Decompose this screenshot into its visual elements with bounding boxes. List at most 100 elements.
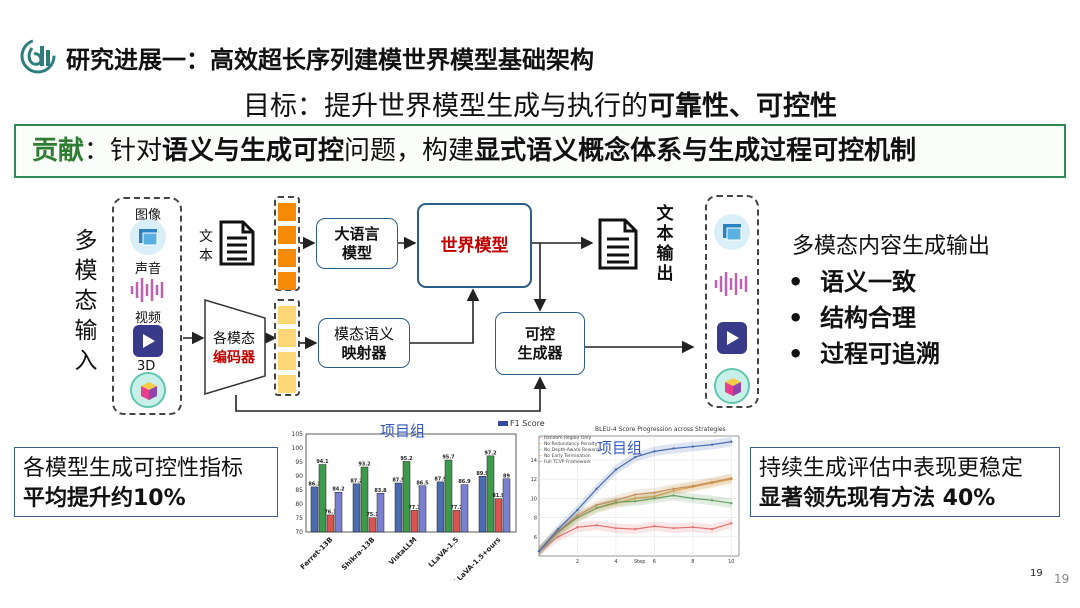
line-point (672, 489, 675, 492)
bar (310, 486, 319, 533)
right-summary-line1: 持续生成评估中表现更稳定 (759, 456, 1024, 481)
line-point (537, 550, 541, 553)
line-point (710, 499, 714, 502)
document-icon (219, 220, 255, 266)
line-chart-title: BLEU-4 Score Progression across Strategi… (595, 426, 726, 433)
right-summary-box: 持续生成评估中表现更稳定 显著领先现有方法 40% (750, 447, 1060, 517)
output-item: • 过程可追溯 (788, 340, 941, 368)
line-point (595, 506, 598, 510)
bar-chart-legend: F1 Score (498, 419, 545, 428)
video-icon (133, 325, 163, 357)
line-point (633, 497, 637, 500)
line-point (653, 450, 656, 453)
semantic-mapper-box: 模态语义映射器 (318, 318, 410, 368)
bar (494, 498, 503, 533)
output-video-icon (717, 322, 747, 354)
line-y-tick-label: 12 (531, 477, 537, 483)
bar-x-tick-label: LLaVA-1.5 (427, 536, 461, 570)
line-point (633, 500, 637, 503)
bar (376, 493, 385, 533)
bar-y-tick-label: 90 (295, 473, 303, 480)
controllable-generator-box: 可控生成器 (495, 312, 585, 375)
line-point (653, 491, 656, 494)
encoder-label: 各模态 编码器 (213, 331, 255, 366)
contribution-text-2: 问题，构建 (344, 136, 475, 166)
line-x-tick-label: 10 (728, 559, 734, 565)
bar (410, 510, 419, 533)
bar-data-label: 87.9 (434, 476, 447, 482)
bar-x-tick-label: VistaLLM (387, 536, 418, 567)
input-label-char: 多 (74, 228, 98, 254)
bar-y-tick-label: 100 (292, 445, 304, 452)
bar-data-label: 77.7 (408, 505, 421, 511)
line-point (614, 526, 618, 530)
text-token-column (274, 196, 300, 291)
line-point (653, 497, 656, 500)
slide-title: 研究进展一：高效超长序列建模世界模型基础架构 (66, 46, 594, 74)
multimodal-input-label: 多 模 态 输 入 (72, 226, 100, 376)
bar-data-label: 89 (503, 473, 510, 479)
line-point (614, 501, 618, 504)
modality-label-3d: 3D (137, 359, 156, 374)
bar (478, 476, 487, 533)
line-point (710, 527, 714, 531)
line-point (614, 468, 618, 471)
bar-data-label: 86.5 (416, 480, 429, 486)
bar (394, 482, 403, 533)
llm-box: 大语言模型 (316, 218, 398, 269)
line-x-tick-label: 2 (576, 559, 579, 565)
line-point (633, 527, 637, 531)
output-document-icon (598, 218, 638, 270)
line-point (730, 440, 733, 443)
goal-emphasis: 可靠性、可控性 (648, 91, 837, 122)
input-modalities-box (112, 197, 182, 415)
line-point (691, 497, 695, 500)
line-y-tick-label: 6 (534, 535, 537, 541)
output-item: • 结构合理 (788, 304, 917, 332)
bar-data-label: 84.2 (332, 487, 345, 493)
bar-data-label: 95.2 (400, 456, 413, 462)
line-point (672, 494, 675, 497)
line-y-tick-label: 14 (531, 458, 537, 464)
line-point (595, 524, 598, 527)
line-point (576, 514, 579, 517)
bar (352, 483, 361, 533)
line-point (730, 477, 733, 480)
bar-data-label: 86.1 (308, 481, 321, 487)
bar-y-tick-label: 80 (295, 501, 303, 508)
line-point (710, 443, 714, 446)
line-series-band (539, 490, 732, 556)
bar-data-label: 81.9 (492, 493, 505, 499)
bar (444, 459, 453, 533)
bar-data-label: 97.2 (484, 450, 497, 456)
line-point (557, 535, 560, 538)
bar-data-label: 89.9 (476, 471, 489, 477)
contribution-box: 贡献：针对语义与生成可控问题，构建显式语义概念体系与生成过程可控机制 (14, 124, 1066, 178)
bar-chart: 70758085909510010586.194.176.184.2Ferret… (292, 431, 517, 580)
bar (360, 466, 369, 533)
bar-data-label: 94.1 (316, 459, 329, 465)
bar-x-tick-label: Ferret-13B (299, 536, 335, 572)
line-point (595, 503, 598, 507)
line-point (672, 447, 675, 450)
left-summary-line2: 平均提升约10% (23, 486, 186, 511)
logo-icon (20, 38, 56, 74)
input-label-char: 入 (74, 348, 98, 374)
line-chart-label: 项目组 (597, 439, 643, 457)
output-audio-icon (712, 270, 752, 298)
line-point (672, 487, 675, 490)
bar (326, 514, 335, 533)
bar (502, 478, 511, 533)
line-point (595, 487, 598, 490)
bar-x-tick-label: Shikra-13B (340, 536, 376, 572)
bar-data-label: 87.5 (392, 478, 405, 484)
input-label-char: 态 (74, 288, 98, 314)
left-summary-box: 各模型生成可控性指标 平均提升约10% (14, 447, 278, 517)
output-cube-3d-icon (714, 368, 750, 404)
image-icon (130, 219, 166, 255)
bar-y-tick-label: 85 (295, 487, 303, 494)
output-image-icon (714, 214, 750, 250)
output-item: • 语义一致 (788, 268, 917, 296)
line-y-tick-label: 10 (531, 496, 537, 502)
